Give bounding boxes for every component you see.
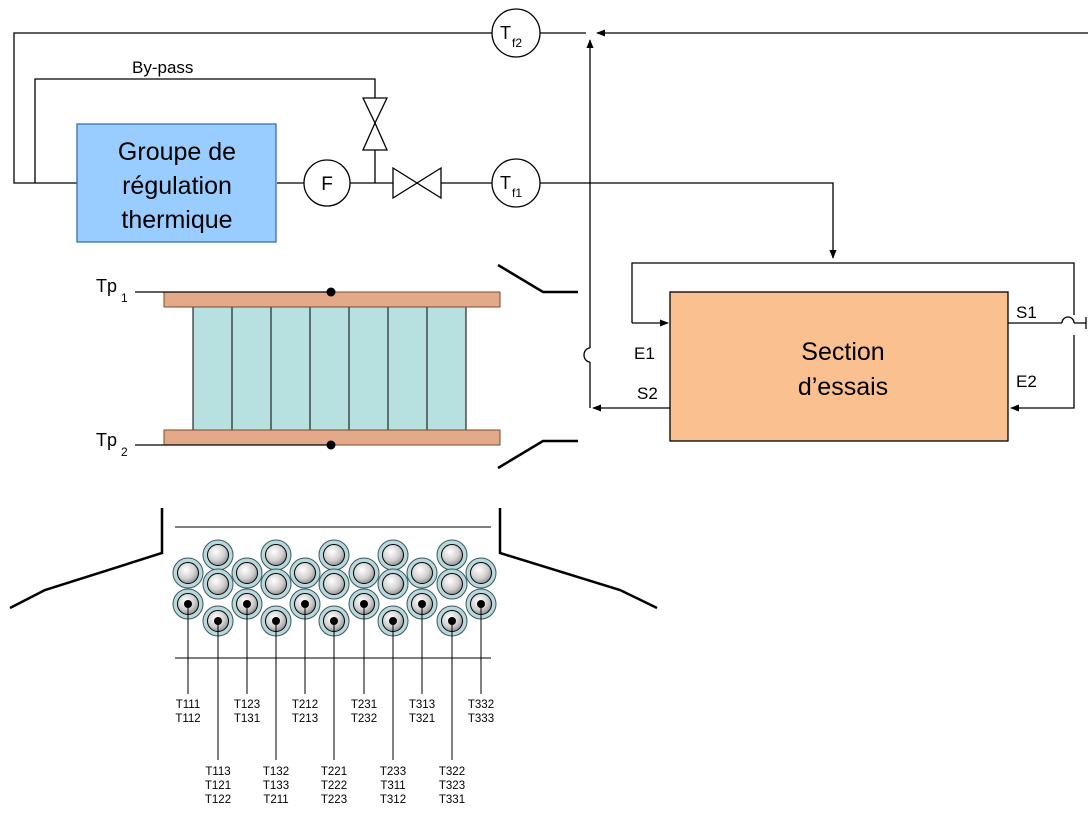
bypass-line	[34, 78, 376, 183]
svg-text:F: F	[321, 174, 333, 195]
flowmeter-f: F	[303, 159, 351, 207]
svg-text:d’essais: d’essais	[798, 373, 888, 401]
svg-text:T: T	[500, 23, 511, 43]
label-tp1: Tp	[96, 276, 117, 296]
thermocouple-label-lower: T113	[205, 766, 230, 778]
thermocouple-label-lower: T223	[321, 794, 347, 806]
thermocouple-label-upper: T131	[234, 713, 260, 725]
port-s1: S1	[1016, 303, 1037, 322]
thermocouple-label-upper: T321	[409, 713, 435, 725]
port-s2: S2	[637, 384, 658, 403]
thermocouple-label-lower: T221	[321, 766, 347, 778]
svg-text:f1: f1	[512, 186, 522, 200]
thermocouple-label-lower: T133	[263, 780, 289, 792]
thermocouple-label-upper: T111	[176, 699, 201, 711]
svg-text:T: T	[500, 173, 511, 193]
sensor-tf1: T f1	[491, 158, 541, 208]
loop-right	[1010, 335, 1075, 412]
tube	[202, 539, 234, 571]
tube	[436, 539, 468, 571]
tube	[465, 557, 497, 589]
tube	[436, 568, 468, 600]
thermocouple-label-lower: T222	[321, 780, 347, 792]
s1-hop	[1061, 316, 1075, 324]
thermocouple-label-lower: T311	[380, 780, 405, 792]
bypass-label: By-pass	[132, 58, 193, 77]
tube	[377, 539, 409, 571]
tube	[377, 568, 409, 600]
svg-text:Groupe de: Groupe de	[118, 138, 236, 166]
thermocouple-label-lower: T233	[380, 766, 406, 778]
thermocouple-label-upper: T213	[292, 713, 318, 725]
thermocouple-label-upper: T212	[292, 699, 318, 711]
thermocouple-label-lower: T331	[439, 794, 465, 806]
svg-text:régulation: régulation	[122, 172, 232, 200]
thermocouple-label-lower: T132	[263, 766, 289, 778]
thermocouple-label-lower: T211	[263, 794, 288, 806]
thermocouple-label-upper: T123	[234, 699, 260, 711]
tube	[202, 568, 234, 600]
svg-text:1: 1	[121, 291, 128, 305]
thermocouple-label-upper: T231	[351, 699, 377, 711]
main-valve-icon	[392, 166, 442, 200]
sample-cross-section: Tp 1 Tp 2	[96, 263, 578, 470]
tube	[289, 557, 321, 589]
supply-to-test	[540, 182, 837, 259]
tube	[260, 568, 292, 600]
svg-text:f2: f2	[512, 36, 522, 50]
test-section: Section d’essais E1 S2 S1 E2	[634, 291, 1037, 442]
regulation-unit: Groupe de régulation thermique	[76, 123, 277, 243]
tube	[231, 557, 263, 589]
thermocouple-label-upper: T332	[468, 699, 494, 711]
svg-text:2: 2	[121, 445, 128, 459]
tube	[260, 539, 292, 571]
tube	[172, 557, 204, 589]
port-e2: E2	[1016, 372, 1037, 391]
thermocouple-label-upper: T333	[468, 713, 494, 725]
svg-text:thermique: thermique	[121, 206, 232, 234]
label-tp2: Tp	[96, 430, 117, 450]
tube	[348, 557, 380, 589]
return-line	[13, 32, 492, 184]
port-e1: E1	[634, 344, 655, 363]
riser-hop	[583, 347, 591, 363]
tube	[406, 557, 438, 589]
sensor-tf2: T f2	[491, 8, 541, 58]
thermocouple-label-lower: T323	[439, 780, 465, 792]
thermocouple-label-lower: T121	[205, 780, 231, 792]
piping	[13, 29, 1088, 412]
thermocouple-label-upper: T313	[409, 699, 435, 711]
tube	[318, 539, 350, 571]
loop-top	[631, 262, 1075, 323]
thermocouple-label-lower: T122	[205, 794, 231, 806]
thermocouple-label-lower: T322	[439, 766, 465, 778]
thermocouple-label-upper: T112	[175, 713, 200, 725]
thermocouple-label-upper: T232	[351, 713, 377, 725]
thermocouple-label-lower: T312	[380, 794, 406, 806]
tube	[318, 568, 350, 600]
svg-text:Section: Section	[801, 338, 884, 366]
bypass-valve-icon	[361, 97, 389, 151]
